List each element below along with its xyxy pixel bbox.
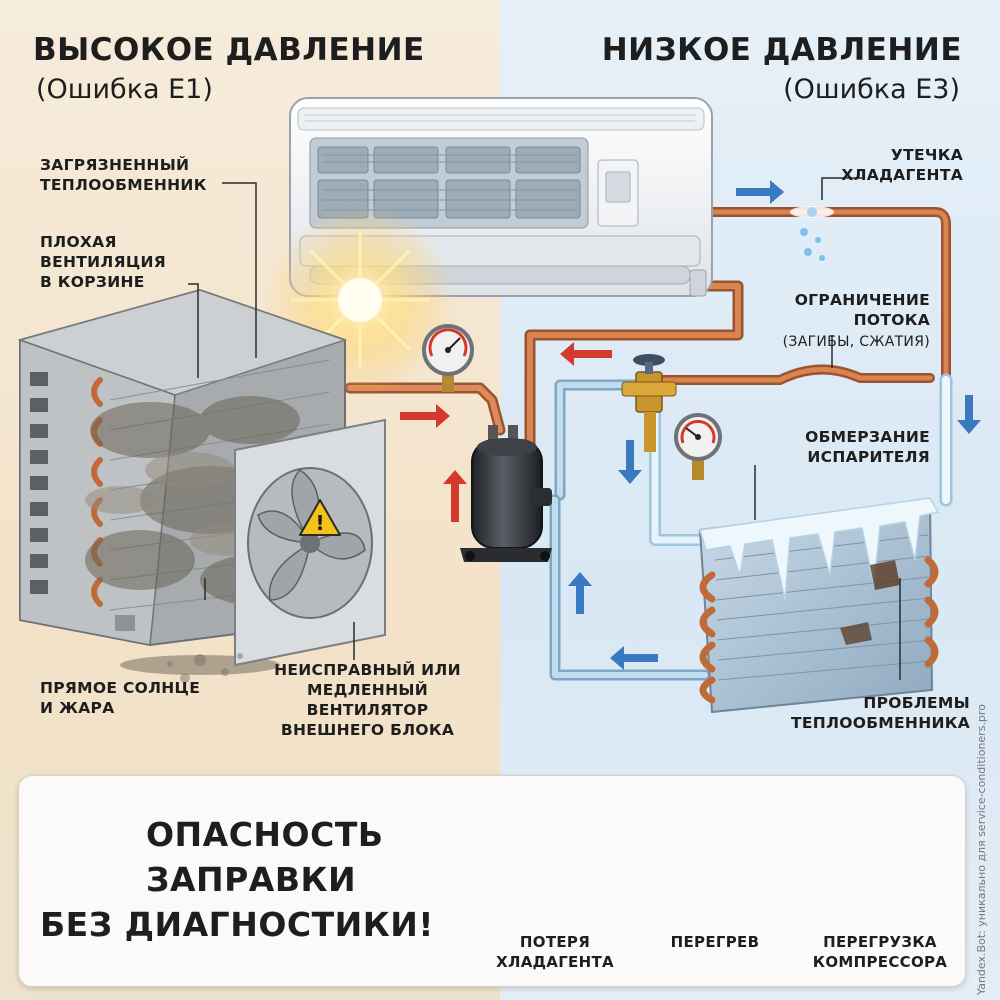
warning-line-3: БЕЗ ДИАГНОСТИКИ! [40, 905, 434, 944]
high-pressure-error-code: (Ошибка Е1) [36, 74, 213, 105]
low-pressure-title: НИЗКОЕ ДАВЛЕНИЕ [601, 32, 962, 68]
flow-arrows-hot [400, 342, 612, 522]
outdoor-fan: ! [234, 418, 386, 667]
pressure-gauge-high [422, 324, 474, 392]
frost-layer [699, 497, 940, 601]
high-pressure-title: ВЫСОКОЕ ДАВЛЕНИЕ [33, 32, 425, 68]
evaporator [698, 497, 940, 714]
dust-cloud [167, 653, 243, 683]
fan-warning-icon [299, 499, 341, 536]
consequence-overheating: ПЕРЕГРЕВ [670, 933, 760, 951]
svg-text:!: ! [315, 511, 324, 535]
callout-lines [188, 177, 901, 680]
service-valve [621, 354, 677, 452]
warning-line-1: ОПАСНОСТЬ [146, 815, 384, 854]
low-pressure-error-code: (Ошибка Е3) [783, 74, 960, 105]
flow-arrows-cold [568, 180, 981, 670]
corrosion-spot [870, 560, 900, 590]
leak-point [790, 206, 834, 261]
compressor [460, 425, 552, 562]
warning-panel [18, 775, 966, 987]
watermark: Yandex.Bot: уникально для service-condit… [975, 704, 988, 995]
pressure-gauge-low [674, 413, 722, 480]
warning-line-2: ЗАПРАВКИ [146, 860, 357, 899]
hot-discharge-pipe [344, 207, 951, 466]
label-flow-restriction-note: (ЗАГИБЫ, СЖАТИЯ) [782, 334, 930, 350]
